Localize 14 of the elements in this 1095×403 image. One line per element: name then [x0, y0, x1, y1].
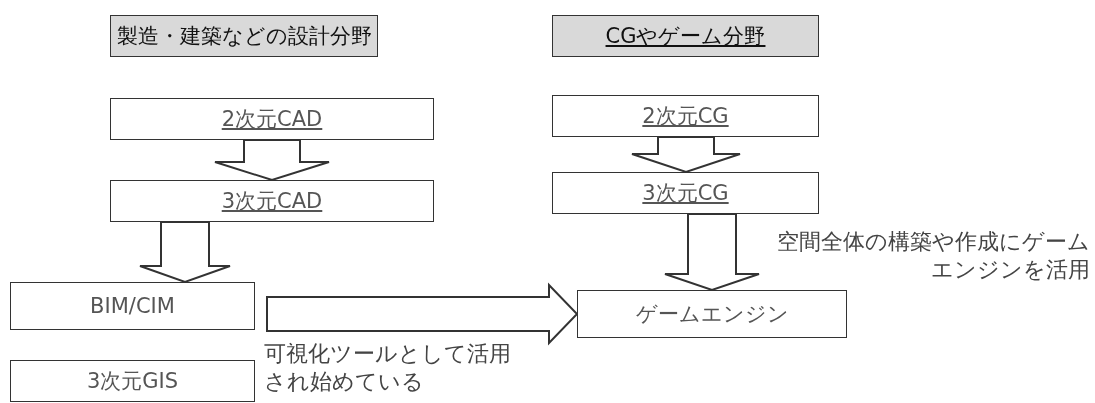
block-arrow: [139, 221, 231, 284]
process-box: 3次元CG: [552, 172, 819, 214]
process-box: 2次元CG: [552, 95, 819, 137]
block-arrow: [214, 139, 330, 182]
block-arrow: [631, 136, 741, 174]
process-box: ゲームエンジン: [577, 290, 847, 338]
block-arrow: [664, 213, 760, 292]
process-box: 3次元GIS: [10, 360, 255, 402]
category-header: CGやゲーム分野: [552, 15, 819, 57]
process-box: BIM/CIM: [10, 282, 255, 330]
process-box: 2次元CAD: [110, 98, 434, 140]
process-box: 3次元CAD: [110, 180, 434, 222]
block-arrow: [266, 282, 579, 346]
category-header: 製造・建築などの設計分野: [110, 15, 378, 57]
